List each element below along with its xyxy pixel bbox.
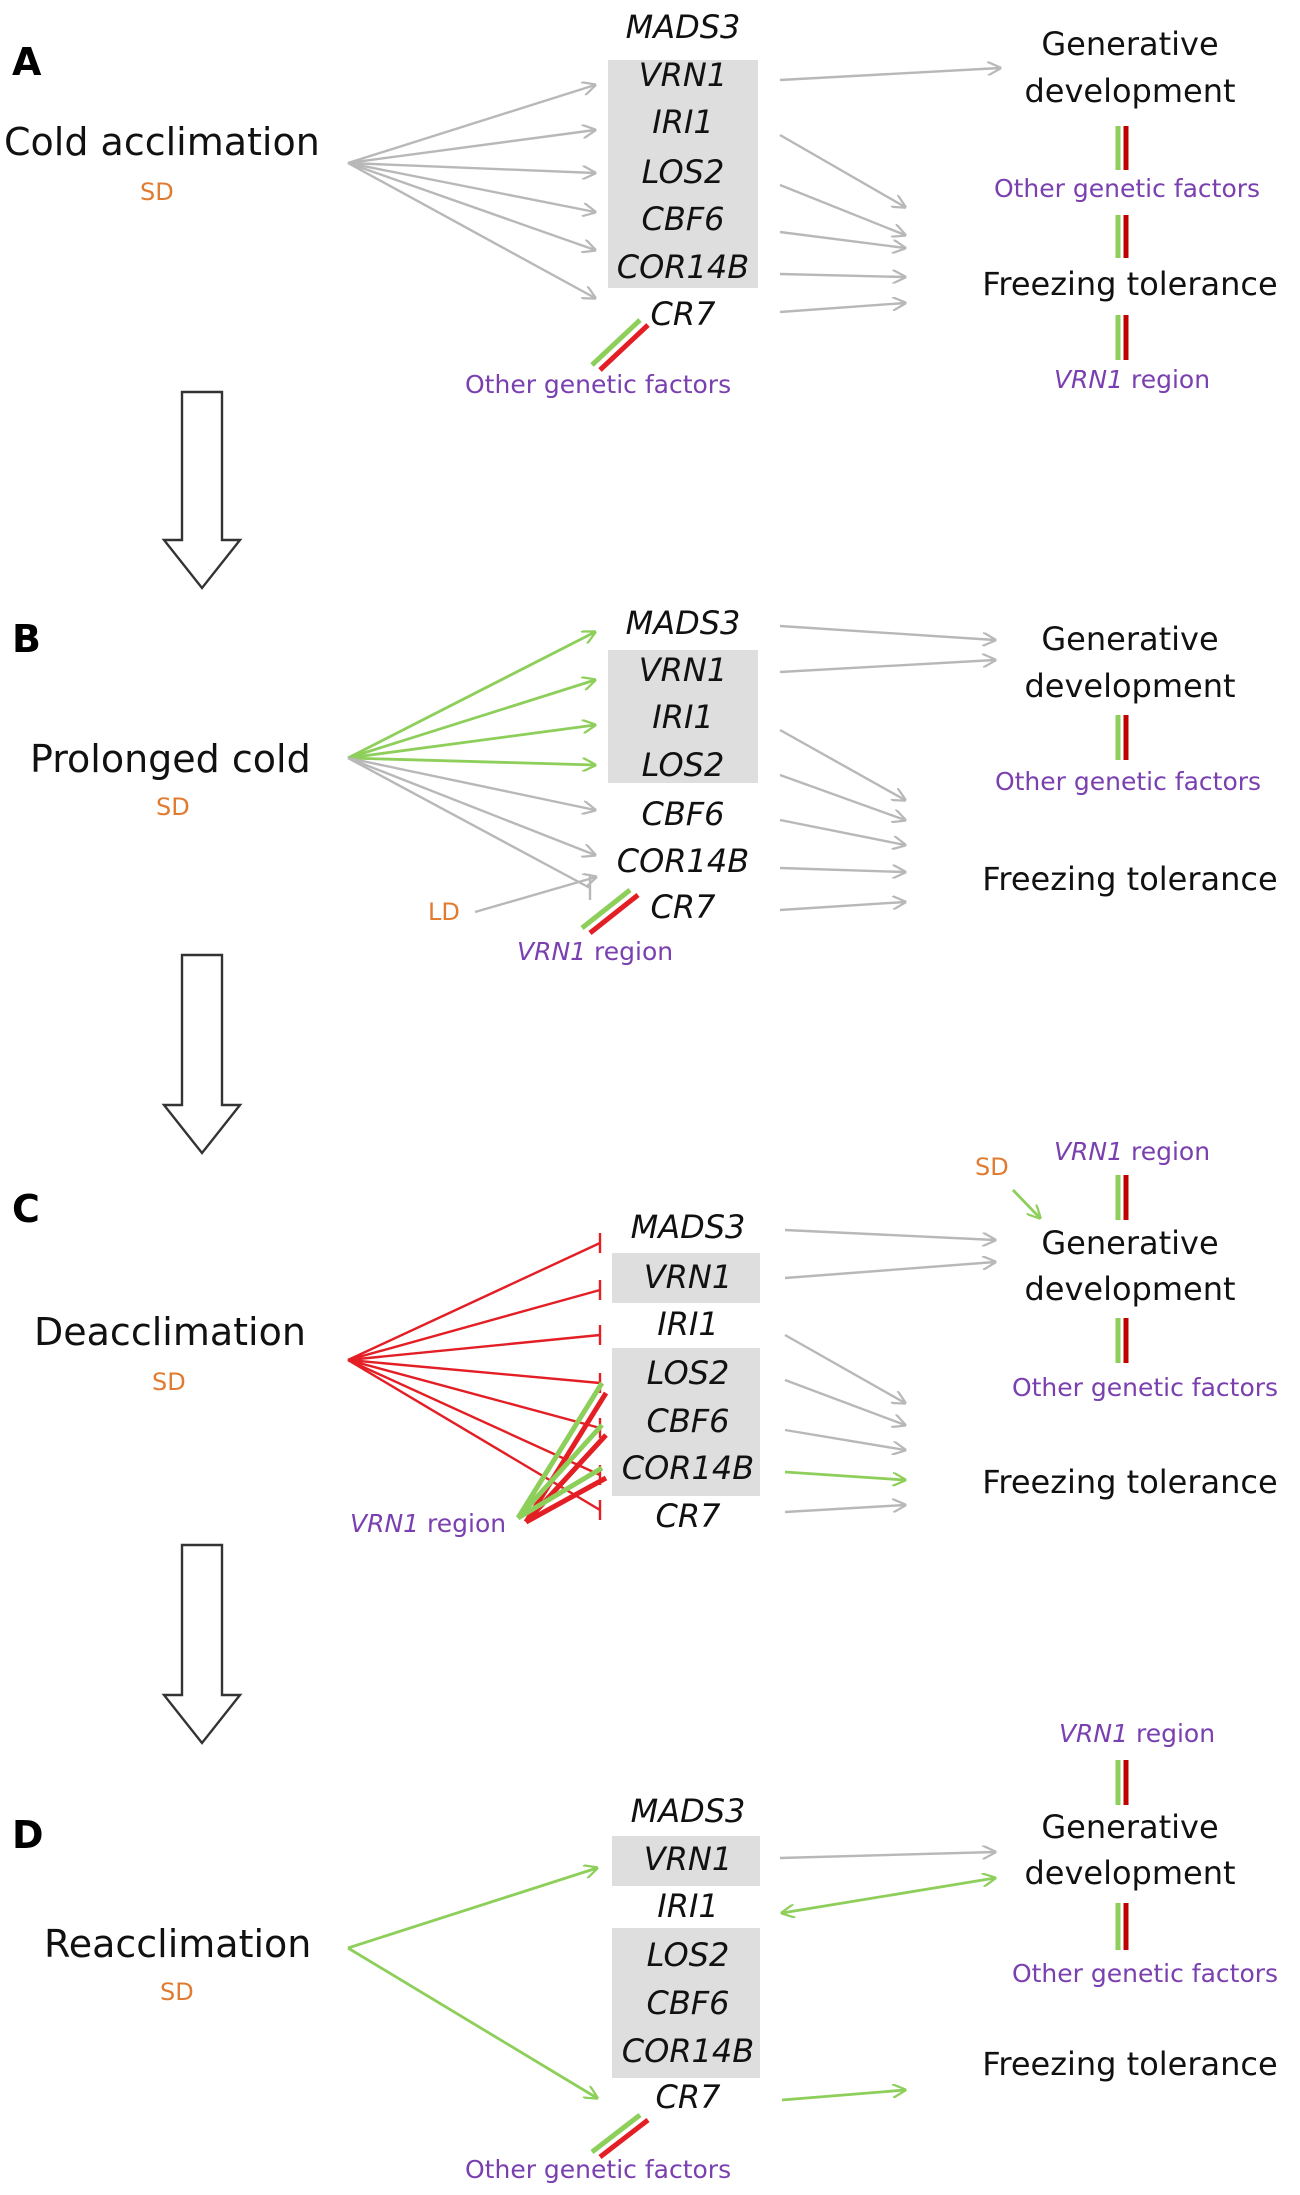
gene-label: LOS2 (647, 1936, 730, 1974)
panel-letter: C (12, 1187, 40, 1231)
gene-label: LOS2 (642, 746, 725, 784)
gene-box (608, 60, 758, 288)
gene-outcome-arrows (779, 68, 1000, 314)
gene-label: IRI1 (657, 1887, 718, 1925)
gene-label: MADS3 (626, 8, 741, 46)
gene-label: CR7 (656, 2078, 722, 2116)
outcome-freezing: Freezing tolerance (982, 2045, 1277, 2083)
photoperiod-label: SD (140, 178, 174, 206)
panel-letter: A (12, 40, 42, 84)
gene-outcome-arrows (780, 1852, 995, 2102)
inhibitor-label: VRN1 region (1054, 1137, 1210, 1166)
inhibition-bar (590, 2113, 642, 2154)
sd-arrow (1011, 1189, 1040, 1218)
gene-label: VRN1 (639, 56, 727, 94)
panel-letter: D (12, 1813, 44, 1857)
panel-d: D Reacclimation SD MADS3 VRN1 IRI1 LOS2 … (12, 1719, 1278, 2184)
condition-label: Cold acclimation (4, 120, 320, 164)
outcome-generative-line1: Generative (1041, 25, 1218, 63)
panel-b: B Prolonged cold SD MADS3 VRN1 IRI1 LOS2… (12, 604, 1278, 966)
gene-label: CBF6 (646, 1984, 729, 2022)
activation-arrows (347, 1868, 597, 2098)
gene-label: CR7 (651, 295, 717, 333)
inhibitor-label: VRN1 region (1054, 365, 1210, 394)
gene-label: MADS3 (626, 604, 741, 642)
gene-box (612, 1253, 760, 1303)
gene-label: COR14B (617, 842, 749, 880)
transition-arrow (161, 953, 243, 1155)
gene-label: CR7 (651, 888, 717, 926)
outcome-generative-line2: development (1024, 72, 1235, 110)
panel-c: C Deacclimation SD MADS3 VRN1 IRI1 LOS2 … (12, 1137, 1278, 1538)
gene-label: CBF6 (646, 1402, 729, 1440)
inhibition-bar (588, 893, 640, 935)
inhibition-bar (598, 323, 650, 372)
gene-label: IRI1 (652, 103, 713, 141)
outcome-freezing: Freezing tolerance (982, 860, 1277, 898)
panel-a: A Cold acclimation SD MADS3 VRN1 IRI1 LO… (4, 8, 1278, 399)
panel-letter: B (12, 617, 41, 661)
outcome-generative-line2: development (1024, 1854, 1235, 1892)
activation-arrows (347, 85, 595, 298)
gene-label: MADS3 (631, 1792, 746, 1830)
inhibition-bar (580, 888, 632, 930)
condition-label: Prolonged cold (30, 737, 311, 781)
inhibition-lines (347, 1233, 602, 1520)
inhibitor-label: Other genetic factors (465, 370, 731, 399)
transition-arrow (161, 390, 243, 590)
inhibition-bar (598, 2118, 650, 2159)
ld-arrow (474, 877, 596, 914)
condition-label: Deacclimation (34, 1310, 306, 1354)
condition-label: Reacclimation (44, 1922, 311, 1966)
gene-label: IRI1 (652, 698, 713, 736)
photoperiod-label: SD (152, 1368, 186, 1396)
outcome-freezing: Freezing tolerance (982, 265, 1277, 303)
inhibitor-label: Other genetic factors (1012, 1373, 1278, 1402)
gene-label: MADS3 (631, 1208, 746, 1246)
gene-label: IRI1 (657, 1305, 718, 1343)
outcome-generative-line1: Generative (1041, 620, 1218, 658)
gene-label: VRN1 (644, 1258, 732, 1296)
gene-label: VRN1 (639, 651, 727, 689)
gene-box (608, 650, 758, 783)
inhibitor-label: Other genetic factors (995, 767, 1261, 796)
transition-arrow (161, 1543, 243, 1745)
vrn1-region-label: VRN1 region (350, 1509, 506, 1538)
inhibitor-label: VRN1 region (1059, 1719, 1215, 1748)
outcome-generative-line1: Generative (1041, 1224, 1218, 1262)
outcome-freezing: Freezing tolerance (982, 1463, 1277, 1501)
outcome-generative-line1: Generative (1041, 1808, 1218, 1846)
gene-label: CBF6 (641, 200, 724, 238)
inhibition-bar (590, 318, 642, 367)
gene-label: COR14B (617, 248, 749, 286)
gene-outcome-arrows (779, 624, 995, 912)
photoperiod-label: SD (975, 1153, 1009, 1181)
gene-label: COR14B (622, 1449, 754, 1487)
gene-outcome-arrows (784, 1228, 995, 1514)
photoperiod-label: SD (156, 793, 190, 821)
gene-label: CBF6 (641, 795, 724, 833)
photoperiod-label: SD (160, 1978, 194, 2006)
gene-label: VRN1 (644, 1840, 732, 1878)
vrn1-region-bars (515, 1381, 609, 1525)
gene-label: LOS2 (647, 1354, 730, 1392)
outcome-generative-line2: development (1024, 667, 1235, 705)
inhibitor-label: VRN1 region (517, 937, 673, 966)
gene-label: CR7 (656, 1497, 722, 1535)
inhibitor-label: Other genetic factors (1012, 1959, 1278, 1988)
gene-box (612, 1348, 760, 1496)
gene-box (612, 1836, 760, 1886)
gene-label: COR14B (622, 2032, 754, 2070)
ld-label: LD (428, 898, 460, 926)
gene-box (612, 1928, 760, 2078)
inhibitor-label: Other genetic factors (465, 2155, 731, 2184)
inhibitor-label: Other genetic factors (994, 174, 1260, 203)
activation-arrows (347, 632, 595, 900)
outcome-generative-line2: development (1024, 1270, 1235, 1308)
gene-label: LOS2 (642, 153, 725, 191)
